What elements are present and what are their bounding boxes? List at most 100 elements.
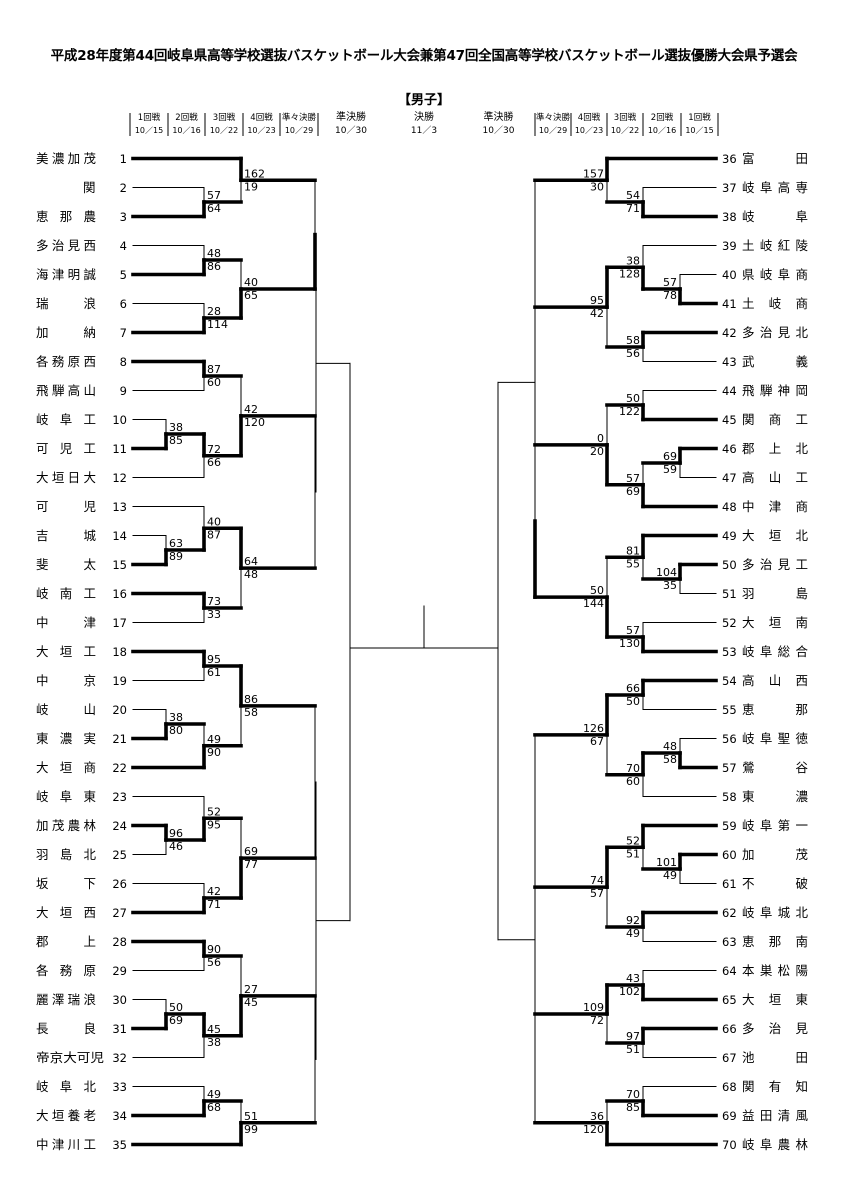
- left-match-24-score-top: 27: [244, 983, 258, 996]
- left-match-11-score-top: 73: [207, 595, 221, 608]
- round-header-left-3-date: 10／23: [247, 126, 275, 135]
- team-name-45: 関商工: [742, 412, 808, 427]
- left-match-12-score-bottom: 48: [244, 568, 258, 581]
- round-header-right-2-name: 4回戦: [578, 112, 601, 123]
- team-name-66: 多治見: [742, 1021, 808, 1036]
- right-match-0-score-bottom: 71: [626, 202, 640, 215]
- right-match-22-score-bottom: 102: [619, 985, 640, 998]
- left-match-23-score-top: 45: [207, 1023, 221, 1036]
- team-number-28: 28: [112, 935, 127, 949]
- team-number-42: 42: [722, 326, 737, 340]
- team-name-70: 岐阜農林: [742, 1137, 808, 1152]
- team-name-51: 羽島: [742, 586, 808, 601]
- team-name-6: 瑞浪: [36, 296, 96, 311]
- round-header-left-2-date: 10／22: [210, 126, 238, 135]
- team-number-58: 58: [722, 790, 737, 804]
- right-match-19-score-top: 52: [626, 834, 640, 847]
- team-number-7: 7: [120, 326, 127, 340]
- round-header-left-4-date: 10／29: [285, 126, 313, 135]
- team-number-48: 48: [722, 500, 737, 514]
- team-number-69: 69: [722, 1109, 737, 1123]
- left-match-20-score-bottom: 77: [244, 858, 258, 871]
- team-number-3: 3: [120, 210, 127, 224]
- left-match-14-score-bottom: 80: [169, 724, 183, 737]
- team-name-48: 中津商: [742, 499, 808, 514]
- left-match-1-score-top: 162: [244, 167, 265, 180]
- team-number-14: 14: [112, 529, 127, 543]
- team-name-10: 岐阜工: [36, 412, 96, 427]
- team-name-59: 岐阜第一: [742, 818, 808, 833]
- team-number-65: 65: [722, 993, 737, 1007]
- team-number-66: 66: [722, 1022, 737, 1036]
- left-match-16-score-top: 86: [244, 693, 258, 706]
- team-name-29: 各務原: [36, 963, 96, 978]
- round-header-right-3-name: 3回戦: [614, 112, 637, 123]
- round-header-right-5-date: 10／15: [685, 126, 713, 135]
- team-name-20: 岐山: [36, 702, 96, 717]
- team-number-11: 11: [112, 442, 127, 456]
- team-number-63: 63: [722, 935, 737, 949]
- team-number-68: 68: [722, 1080, 737, 1094]
- team-number-52: 52: [722, 616, 737, 630]
- right-match-3-score-bottom: 128: [619, 267, 640, 280]
- team-name-18: 大垣工: [36, 644, 96, 659]
- team-number-41: 41: [722, 297, 737, 311]
- left-match-22-score-bottom: 69: [169, 1014, 183, 1027]
- left-match-5-score-top: 87: [207, 363, 221, 376]
- team-number-29: 29: [112, 964, 127, 978]
- team-name-8: 各務原西: [36, 354, 96, 369]
- team-number-4: 4: [120, 239, 127, 253]
- right-match-13-score-bottom: 144: [583, 597, 604, 610]
- left-match-2-score-top: 48: [207, 247, 221, 260]
- right-match-24-score-bottom: 72: [590, 1014, 604, 1027]
- team-number-13: 13: [112, 500, 127, 514]
- team-name-36: 富田: [742, 151, 808, 166]
- right-match-8-score-top: 57: [626, 472, 640, 485]
- team-name-7: 加納: [36, 325, 96, 340]
- team-name-17: 中津: [36, 615, 96, 630]
- left-match-8-score-top: 42: [244, 403, 258, 416]
- team-number-49: 49: [722, 529, 737, 543]
- team-name-39: 土岐紅陵: [742, 238, 808, 253]
- right-match-1-score-top: 157: [583, 167, 604, 180]
- left-match-4-score-bottom: 65: [244, 289, 258, 302]
- team-name-5: 海津明誠: [36, 267, 96, 282]
- round-header-left-4-name: 準々決勝: [282, 112, 317, 123]
- team-name-46: 郡上北: [742, 441, 808, 456]
- left-match-11-score-bottom: 33: [207, 608, 221, 621]
- team-number-27: 27: [112, 906, 127, 920]
- team-number-60: 60: [722, 848, 737, 862]
- right-match-3-score-top: 38: [626, 254, 640, 267]
- right-match-17-score-top: 126: [583, 722, 604, 735]
- round-header-left-0-name: 1回戦: [138, 112, 161, 123]
- round-header-right-4-name: 2回戦: [651, 112, 674, 123]
- team-name-40: 県岐阜商: [742, 267, 808, 282]
- left-match-6-score-top: 38: [169, 421, 183, 434]
- team-name-68: 関有知: [742, 1079, 808, 1094]
- team-number-44: 44: [722, 384, 737, 398]
- round-header-final-0-name: 決勝: [414, 110, 434, 123]
- right-match-8-score-bottom: 69: [626, 485, 640, 498]
- left-match-15-score-top: 49: [207, 733, 221, 746]
- round-header-left-5-date: 10／30: [335, 125, 367, 136]
- right-match-6-score-top: 50: [626, 392, 640, 405]
- team-name-3: 恵那農: [36, 209, 96, 224]
- round-header-left-3-name: 4回戦: [250, 112, 273, 123]
- team-number-51: 51: [722, 587, 737, 601]
- team-name-25: 羽島北: [36, 847, 96, 862]
- team-number-50: 50: [722, 558, 737, 572]
- team-number-55: 55: [722, 703, 737, 717]
- team-name-27: 大垣西: [36, 905, 96, 920]
- team-number-15: 15: [112, 558, 127, 572]
- team-name-61: 不破: [742, 876, 808, 891]
- team-name-53: 岐阜総合: [742, 644, 808, 659]
- team-name-65: 大垣東: [742, 992, 808, 1007]
- team-name-55: 恵那: [742, 702, 808, 717]
- left-match-26-score-top: 51: [244, 1110, 258, 1123]
- right-match-18-score-top: 101: [656, 856, 677, 869]
- left-match-0-score-top: 57: [207, 189, 221, 202]
- team-name-35: 中津川工: [36, 1137, 96, 1152]
- right-match-11-score-top: 81: [626, 544, 640, 557]
- left-match-8-score-bottom: 120: [244, 416, 265, 429]
- left-match-13-score-bottom: 61: [207, 666, 221, 679]
